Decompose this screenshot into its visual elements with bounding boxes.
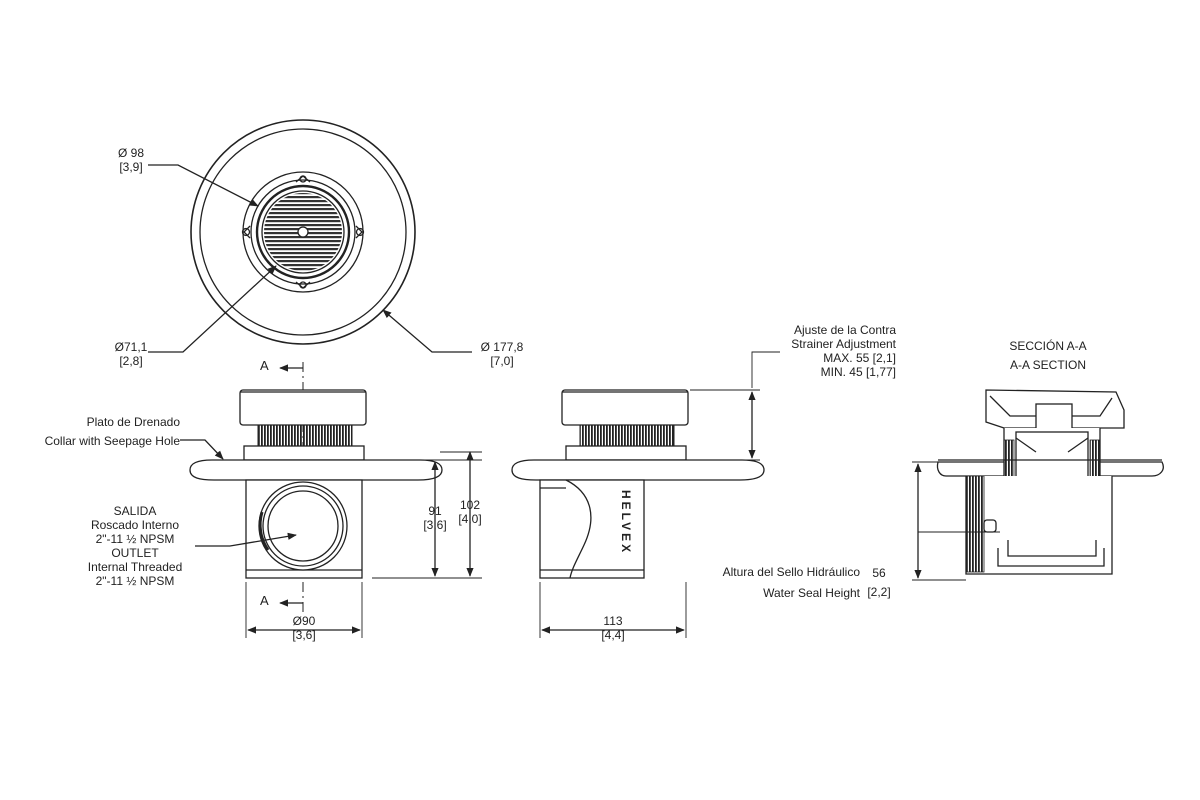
strainer-cap (239, 389, 367, 426)
section-title: SECCIÓN A-A A-A SECTION (988, 337, 1108, 375)
side-view (511, 351, 780, 638)
seal-dim-label: 56 [2,2] (862, 564, 896, 602)
dim-90-inch: [3,6] (292, 628, 316, 642)
seal-es: Altura del Sello Hidráulico (722, 565, 860, 579)
dim-90-value: Ø90 (292, 614, 316, 628)
strainer-es: Ajuste de la Contra (793, 323, 896, 337)
outlet-es-1: Roscado Interno (90, 518, 180, 532)
strainer-adjust-label: Ajuste de la Contra Strainer Adjustment … (740, 323, 896, 379)
dim-98-label: Ø 98 [3,9] (108, 146, 154, 174)
dim-91-inch: [3,6] (423, 518, 447, 532)
section-flange (936, 461, 1005, 477)
leader-98 (148, 164, 259, 207)
dim-98-value: Ø 98 (117, 146, 144, 160)
side-adjust-thread (579, 424, 675, 448)
dim-102-label: 102 [4,0] (452, 498, 488, 526)
brand-text: HELVEX (619, 490, 633, 555)
section-mark-bottom: A (260, 593, 269, 608)
dim-113-label: 113 [4,4] (592, 614, 634, 642)
side-collar (565, 445, 687, 461)
dim-90-label: Ø90 [3,6] (280, 614, 328, 642)
leader-177 (382, 309, 472, 353)
dim-113-inch: [4,4] (601, 628, 625, 642)
outlet-en-0: OUTLET (111, 546, 159, 560)
seal-en: Water Seal Height (763, 586, 860, 600)
leader-outlet (195, 532, 297, 547)
adjust-thread (257, 424, 353, 448)
strainer-ring (255, 184, 351, 280)
top-view (148, 119, 472, 353)
dim-102-inch: [4,0] (458, 512, 482, 526)
leader-plate (180, 439, 224, 460)
dim-113-value: 113 (603, 614, 623, 628)
section-mark-top: A (260, 358, 269, 373)
outlet-label: SALIDA Roscado Interno 2"-11 ½ NPSM OUTL… (70, 504, 200, 588)
dim-102-value: 102 (459, 498, 481, 512)
section-view (912, 389, 1164, 581)
dim-71-label: Ø71,1 [2,8] (108, 340, 154, 368)
side-strainer-cap (561, 389, 689, 426)
dim-177-label: Ø 177,8 [7,0] (472, 340, 532, 368)
outer-flange-circle (190, 119, 416, 345)
leader-71 (148, 265, 277, 353)
strainer-min: MIN. 45 [1,77] (820, 365, 896, 379)
dim-98-inch: [3,9] (119, 160, 143, 174)
dim-91-label: 91 [3,6] (418, 504, 452, 532)
seal-label: Altura del Sello Hidráulico Water Seal H… (680, 562, 860, 604)
front-view (180, 362, 482, 638)
dim-71-inch: [2,8] (119, 354, 143, 368)
plate-label: Plato de Drenado Collar with Seepage Hol… (20, 413, 180, 451)
outlet-en-1: Internal Threaded (87, 560, 183, 574)
body-circle (250, 179, 356, 285)
drain-plate (189, 459, 443, 481)
strainer-max: MAX. 55 [2,1] (823, 351, 896, 365)
strainer-en: Strainer Adjustment (791, 337, 896, 351)
outlet-es-2: 2"-11 ½ NPSM (95, 532, 175, 546)
plate-label-es: Plato de Drenado (86, 415, 180, 429)
seal-inch: [2,2] (867, 585, 891, 599)
outlet-en-2: 2"-11 ½ NPSM (95, 574, 175, 588)
side-drain-plate (511, 459, 765, 481)
section-title-es: SECCIÓN A-A (1009, 339, 1087, 353)
side-outlet-curve (565, 479, 592, 579)
section-body (965, 476, 1113, 575)
center-hole (297, 226, 309, 238)
outlet-es-0: SALIDA (113, 504, 157, 518)
side-body (539, 479, 645, 579)
dim-91-value: 91 (428, 504, 442, 518)
outlet-opening (258, 481, 348, 571)
collar (243, 445, 365, 461)
dim-177-inch: [7,0] (490, 354, 514, 368)
dim-177-value: Ø 177,8 (480, 340, 524, 354)
flange-inner-circle (199, 128, 407, 336)
dim-71-value: Ø71,1 (114, 340, 148, 354)
seal-value: 56 (872, 566, 886, 580)
plate-label-en: Collar with Seepage Hole (44, 434, 180, 448)
section-title-en: A-A SECTION (1009, 358, 1086, 372)
